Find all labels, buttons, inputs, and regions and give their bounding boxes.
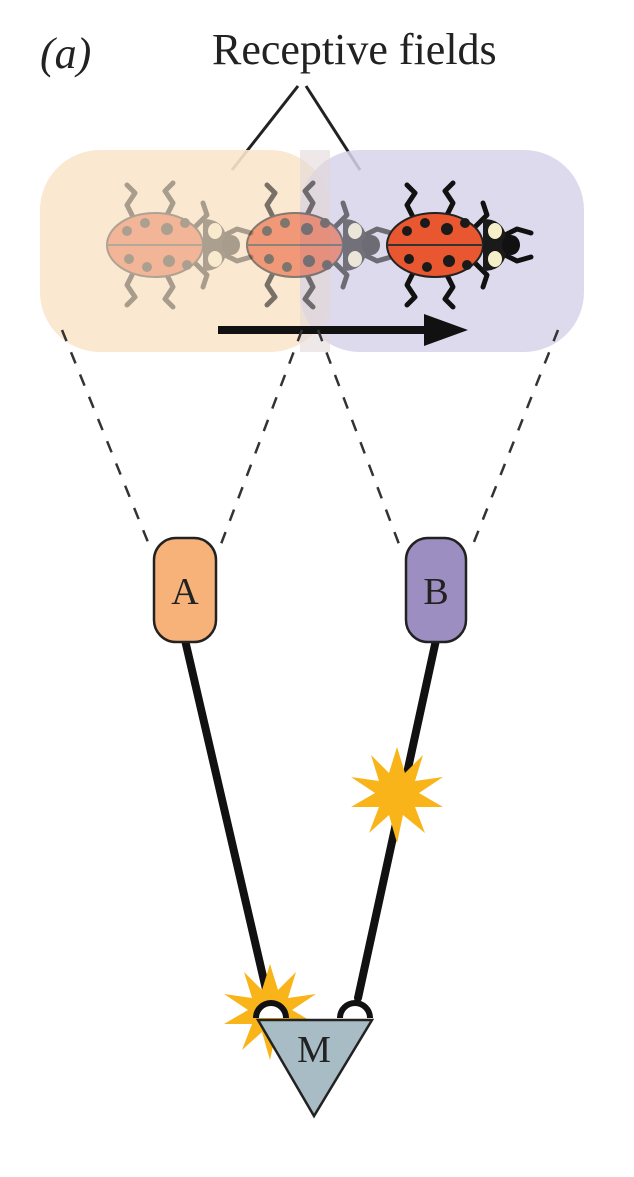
projection-lines bbox=[60, 329, 560, 553]
synapse-a bbox=[253, 1000, 289, 1019]
neuron-a bbox=[152, 536, 218, 644]
neuron-b bbox=[404, 536, 468, 644]
neuron-m bbox=[255, 1018, 375, 1119]
neuron-m-label: M bbox=[297, 1029, 331, 1071]
synapse-b bbox=[337, 1000, 373, 1019]
spike-icon bbox=[351, 747, 443, 843]
axon-a bbox=[181, 636, 272, 1002]
panel-label: (a) bbox=[40, 29, 91, 78]
neuron-a-label: A bbox=[171, 571, 199, 613]
motion-arrow-icon bbox=[218, 314, 468, 346]
title-receptive-fields: Receptive fields bbox=[212, 25, 497, 74]
neuron-b-label: B bbox=[423, 571, 448, 613]
